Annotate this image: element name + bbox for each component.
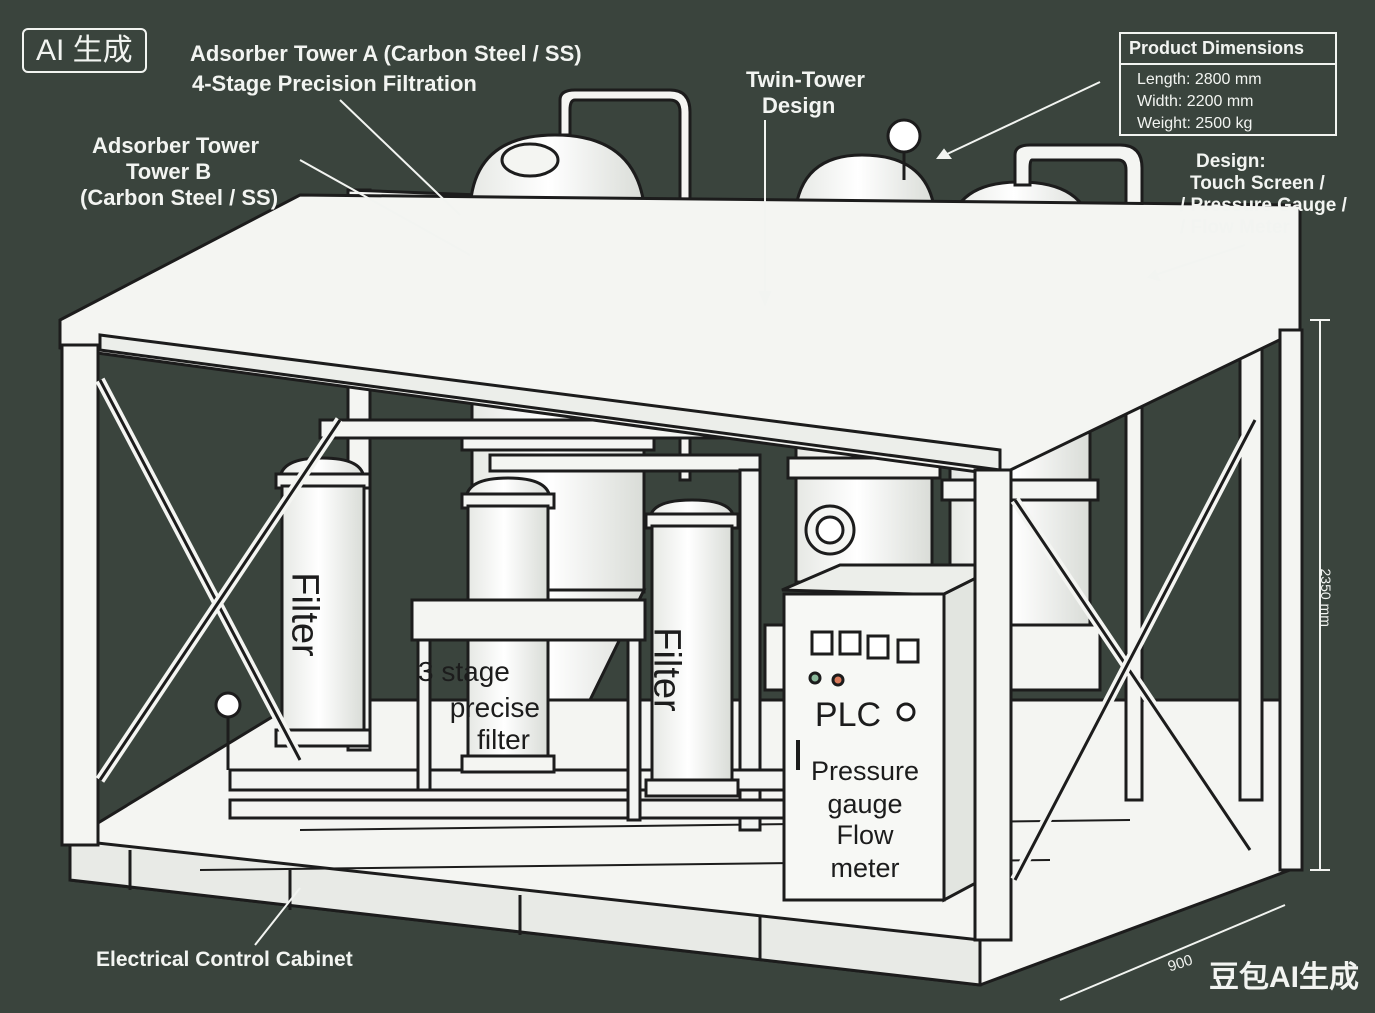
- product-dimensions-box: Product Dimensions Length: 2800 mm Width…: [1119, 32, 1337, 136]
- label-tower-b-line3: (Carbon Steel / SS): [80, 185, 279, 210]
- dimension-weight: Weight: 2500 kg: [1137, 115, 1253, 132]
- stage-line1: 3 stage: [418, 656, 510, 687]
- cabinet-line2: gauge: [827, 789, 903, 819]
- label-tower-b-line2: Tower B: [126, 159, 212, 184]
- plc-label: PLC: [814, 696, 882, 734]
- filter-right-label: Filter: [645, 627, 688, 712]
- dimension-length: Length: 2800 mm: [1137, 71, 1262, 88]
- label-electrical-cabinet: Electrical Control Cabinet: [96, 948, 353, 971]
- callout-lines: [254, 81, 1330, 1001]
- filter-left-label: Filter: [283, 572, 326, 657]
- control-cabinet: [781, 563, 1002, 903]
- ai-generated-badge: AI 生成: [22, 28, 147, 73]
- label-tower-a: Adsorber Tower A (Carbon Steel / SS): [190, 41, 582, 66]
- label-tower-b-line1: Adsorber Tower: [92, 133, 260, 158]
- label-flow-meter: / Flow Meter: [1180, 217, 1290, 238]
- front-frame: [58, 193, 1304, 942]
- watermark: 豆包AI生成: [1209, 961, 1359, 994]
- label-design: Design:: [1196, 151, 1266, 172]
- stage-line3: filter: [477, 724, 530, 755]
- label-touch-screen: Touch Screen /: [1190, 173, 1325, 194]
- filter-vessel-left: [274, 456, 372, 748]
- label-twin-tower: Twin-Tower: [746, 67, 865, 92]
- label-height-dimension: 2350 mm: [1317, 568, 1334, 627]
- stage-line2: precise: [449, 692, 540, 723]
- filter-vessel-right: [644, 498, 740, 798]
- dimensions-title: Product Dimensions: [1121, 34, 1335, 65]
- dimension-width: Width: 2200 mm: [1137, 93, 1254, 110]
- cabinet-line4: meter: [830, 853, 900, 883]
- label-twin-tower-design: Design: [762, 93, 836, 118]
- label-pressure-gauge: / Pressure Gauge /: [1180, 195, 1347, 216]
- label-precision-filtration: 4-Stage Precision Filtration: [192, 71, 477, 96]
- cabinet-line1: Pressure: [810, 756, 920, 786]
- cabinet-line3: Flow: [836, 820, 894, 850]
